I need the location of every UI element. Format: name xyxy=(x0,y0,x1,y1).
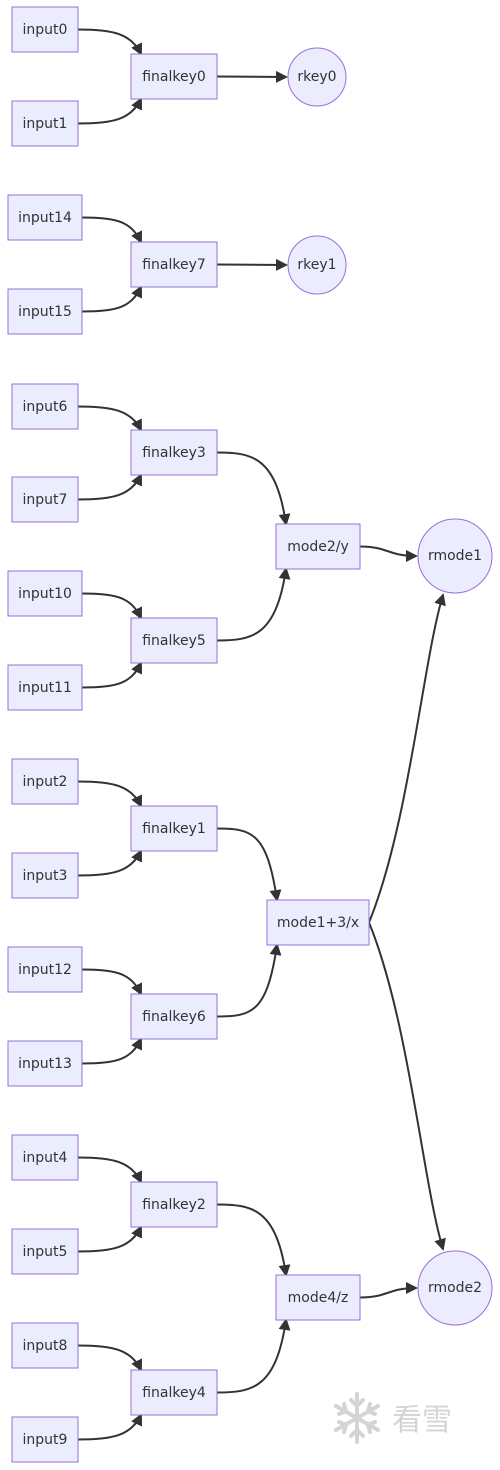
edge-mode4z-to-rmode2 xyxy=(359,1282,418,1299)
edge-finalkey2-to-mode4z xyxy=(216,1203,291,1277)
node-label: finalkey2 xyxy=(142,1197,206,1213)
node-label: mode2/y xyxy=(287,539,349,555)
node-label: input2 xyxy=(23,774,68,790)
edge-input6-to-finalkey3 xyxy=(77,405,142,432)
node-mode2y: mode2/y xyxy=(275,523,361,570)
node-label: input0 xyxy=(23,22,68,38)
edge-input3-to-finalkey1 xyxy=(77,849,143,877)
node-finalkey0: finalkey0 xyxy=(130,53,218,100)
edge-input9-to-finalkey4 xyxy=(77,1413,143,1441)
node-label: input8 xyxy=(23,1338,68,1354)
edge-input4-to-finalkey2 xyxy=(77,1156,143,1184)
node-finalkey1: finalkey1 xyxy=(130,805,218,852)
edge-input12-to-finalkey6 xyxy=(81,968,143,996)
node-finalkey6: finalkey6 xyxy=(130,993,218,1040)
edge-input14-to-finalkey7 xyxy=(81,216,143,244)
node-input3: input3 xyxy=(11,852,79,899)
edge-finalkey3-to-mode2y xyxy=(216,451,291,526)
node-input6: input6 xyxy=(11,383,79,430)
node-finalkey2: finalkey2 xyxy=(130,1181,218,1228)
node-input13: input13 xyxy=(7,1040,83,1087)
node-input11: input11 xyxy=(7,664,83,711)
node-rkey0: rkey0 xyxy=(287,47,347,107)
node-label: input14 xyxy=(18,210,72,226)
node-label: finalkey1 xyxy=(142,821,206,837)
node-label: rkey1 xyxy=(297,257,336,273)
node-label: input1 xyxy=(23,116,68,132)
node-label: input12 xyxy=(18,962,72,978)
edge-input2-to-finalkey1 xyxy=(77,780,143,808)
node-mode13x: mode1+3/x xyxy=(266,899,370,946)
edge-input8-to-finalkey4 xyxy=(77,1344,143,1372)
node-label: input10 xyxy=(18,586,72,602)
edge-finalkey5-to-mode2y xyxy=(216,567,291,642)
node-label: rmode2 xyxy=(428,1280,482,1296)
node-input7: input7 xyxy=(11,476,79,523)
edge-finalkey4-to-mode4z xyxy=(216,1318,291,1394)
watermark-text: 看雪 xyxy=(392,1403,452,1438)
edge-input7-to-finalkey3 xyxy=(77,473,143,501)
node-label: finalkey3 xyxy=(142,445,206,461)
edge-input1-to-finalkey0 xyxy=(77,97,143,125)
node-label: finalkey7 xyxy=(142,257,206,273)
edge-finalkey1-to-mode13x xyxy=(216,827,282,902)
node-input12: input12 xyxy=(7,946,83,993)
node-finalkey4: finalkey4 xyxy=(130,1369,218,1416)
node-label: mode4/z xyxy=(288,1290,349,1306)
edge-mode13x-to-rmode1 xyxy=(368,593,446,923)
node-rkey1: rkey1 xyxy=(287,235,347,295)
node-rmode2: rmode2 xyxy=(417,1250,493,1326)
node-label: finalkey0 xyxy=(142,69,206,85)
node-label: finalkey5 xyxy=(142,633,206,649)
node-label: input11 xyxy=(18,680,72,696)
node-label: input6 xyxy=(23,399,68,415)
node-finalkey7: finalkey7 xyxy=(130,241,218,288)
node-input15: input15 xyxy=(7,288,83,335)
edge-mode13x-to-rmode2 xyxy=(368,922,446,1251)
node-label: rkey0 xyxy=(297,69,336,85)
node-label: input9 xyxy=(23,1432,68,1448)
node-input0: input0 xyxy=(11,6,79,53)
edge-input0-to-finalkey0 xyxy=(77,28,143,56)
node-input10: input10 xyxy=(7,570,83,617)
node-label: finalkey4 xyxy=(142,1385,206,1401)
node-input14: input14 xyxy=(7,194,83,241)
node-finalkey3: finalkey3 xyxy=(130,429,218,476)
node-input9: input9 xyxy=(11,1416,79,1463)
node-input8: input8 xyxy=(11,1322,79,1369)
edge-mode2y-to-rmode1 xyxy=(359,545,418,562)
nodes-layer: input0 input1 finalkey0 rkey0 input14 in… xyxy=(7,6,493,1463)
node-rmode1: rmode1 xyxy=(417,518,493,594)
node-input4: input4 xyxy=(11,1134,79,1181)
edges-layer xyxy=(77,28,446,1441)
node-input1: input1 xyxy=(11,100,79,147)
node-label: input7 xyxy=(23,492,68,508)
node-label: input15 xyxy=(18,304,72,320)
snowflake-icon xyxy=(334,1392,380,1444)
node-label: input5 xyxy=(23,1244,68,1260)
edge-input15-to-finalkey7 xyxy=(81,285,143,313)
node-label: rmode1 xyxy=(428,548,482,564)
node-label: finalkey6 xyxy=(142,1009,206,1025)
edge-input5-to-finalkey2 xyxy=(77,1225,143,1253)
watermark: 看雪 xyxy=(334,1392,452,1444)
node-label: input13 xyxy=(18,1056,72,1072)
node-input2: input2 xyxy=(11,758,79,805)
node-label: input4 xyxy=(23,1150,68,1166)
edge-input11-to-finalkey5 xyxy=(81,661,143,689)
edge-finalkey6-to-mode13x xyxy=(216,943,282,1018)
node-input5: input5 xyxy=(11,1228,79,1275)
edge-finalkey7-to-rkey1 xyxy=(216,258,288,271)
edge-input13-to-finalkey6 xyxy=(81,1037,143,1065)
node-finalkey5: finalkey5 xyxy=(130,617,218,664)
edge-input10-to-finalkey5 xyxy=(81,592,143,620)
node-label: mode1+3/x xyxy=(277,915,359,931)
node-label: input3 xyxy=(23,868,68,884)
edge-finalkey0-to-rkey0 xyxy=(216,70,288,83)
node-mode4z: mode4/z xyxy=(275,1274,361,1321)
